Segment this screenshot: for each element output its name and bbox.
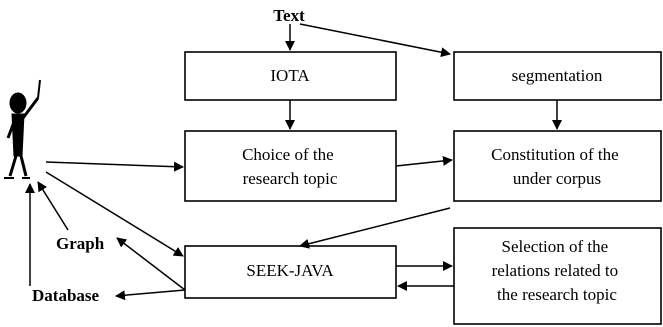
choice-label-line-1: Choice of the xyxy=(242,145,334,164)
constitution-label-line-1: Constitution of the xyxy=(491,145,619,164)
selection-label-line-2: relations related to xyxy=(492,261,619,280)
segmentation-box xyxy=(453,51,662,101)
arrow-graph-to-user xyxy=(37,181,69,231)
arrow-seek-java-to-graph xyxy=(116,237,186,291)
text-label: Text xyxy=(273,6,305,25)
iota-box xyxy=(184,51,397,101)
arrow-seek-java-to-database xyxy=(115,289,186,301)
constitution-label-line-2: under corpus xyxy=(513,169,601,188)
arrow-text-to-segmentation xyxy=(299,23,451,58)
choice-label: Choice of the research topic xyxy=(242,145,338,188)
seek-java-label: SEEK-JAVA xyxy=(246,261,334,280)
constitution-box xyxy=(453,130,662,202)
segmentation-label: segmentation xyxy=(512,66,603,85)
selection-label-line-3: the research topic xyxy=(497,285,617,304)
selection-box xyxy=(453,227,662,325)
choice-box xyxy=(184,130,397,202)
arrow-user-to-choice xyxy=(45,161,184,172)
arrow-choice-to-constitution xyxy=(395,155,453,167)
selection-label-line-1: Selection of the xyxy=(502,237,609,256)
constitution-label: Constitution of the under corpus xyxy=(491,145,623,188)
iota-label: IOTA xyxy=(270,66,310,85)
user-figure-icon xyxy=(4,79,41,179)
choice-label-line-2: research topic xyxy=(243,169,338,188)
database-label: Database xyxy=(32,286,100,305)
flow-arrows xyxy=(25,23,562,301)
arrow-user-to-seek-java xyxy=(45,171,184,257)
arrow-constitution-to-seek-java xyxy=(299,207,451,249)
graph-label: Graph xyxy=(56,234,105,253)
selection-label: Selection of the relations related to th… xyxy=(492,237,623,304)
seek-java-box xyxy=(184,245,397,299)
